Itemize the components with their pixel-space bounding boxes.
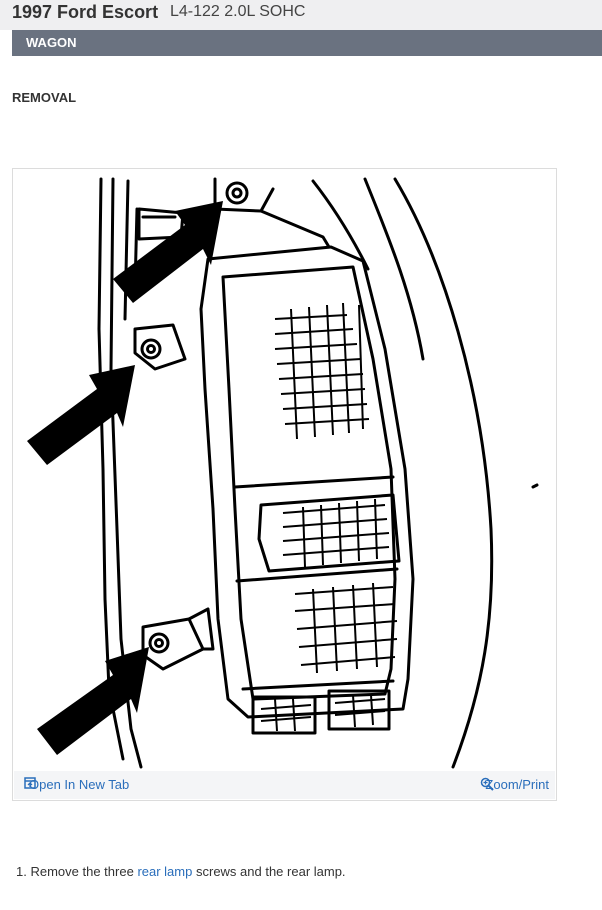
vehicle-title: 1997 Ford Escort [12, 2, 159, 22]
open-in-new-tab-label: Open In New Tab [29, 777, 130, 792]
engine-subtitle: L4-122 2.0L SOHC [170, 3, 306, 20]
title-bar: 1997 Ford Escort L4-122 2.0L SOHC [0, 0, 602, 30]
zoom-print-link[interactable]: Zoom/Print [480, 777, 549, 792]
step-number: 1. [16, 864, 27, 879]
figure-footer: Open In New Tab Zoom/Print [14, 771, 555, 799]
section-bar: WAGON [12, 30, 602, 56]
step-text-after: screws and the rear lamp. [195, 864, 346, 879]
figure-panel: Open In New Tab Zoom/Print [12, 168, 557, 801]
section-heading: REMOVAL [12, 90, 77, 105]
zoom-print-label: Zoom/Print [485, 777, 549, 792]
open-in-new-tab-link[interactable]: Open In New Tab [24, 777, 129, 792]
rear-lamp-link[interactable]: rear lamp [137, 864, 193, 879]
rear-lamp-diagram[interactable] [13, 169, 556, 769]
step-text-before: Remove the three [30, 864, 134, 879]
instruction-step: 1. Remove the three rear lamp screws and… [16, 864, 346, 879]
section-label: WAGON [26, 35, 77, 50]
